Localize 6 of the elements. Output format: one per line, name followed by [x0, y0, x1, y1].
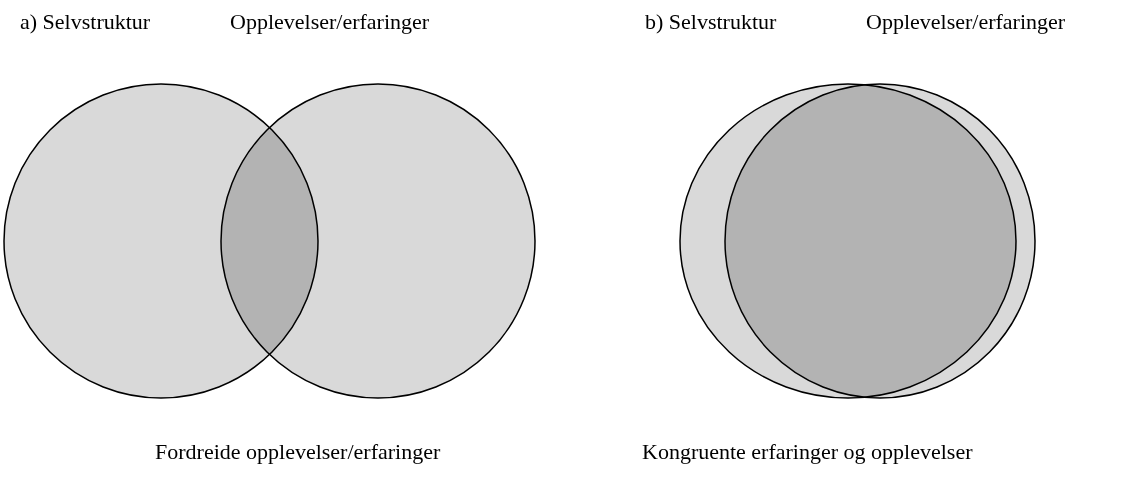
circle-label: Opplevelser/erfaringer	[866, 9, 1066, 35]
panel-label: a) Selvstruktur	[20, 9, 151, 35]
circle-label: Opplevelser/erfaringer	[230, 9, 430, 35]
caption-text: Fordreide opplevelser/erfaringer	[155, 439, 441, 465]
caption-text: Kongruente erfaringer og opplevelser	[642, 439, 973, 465]
panel-label: b) Selvstruktur	[645, 9, 777, 35]
